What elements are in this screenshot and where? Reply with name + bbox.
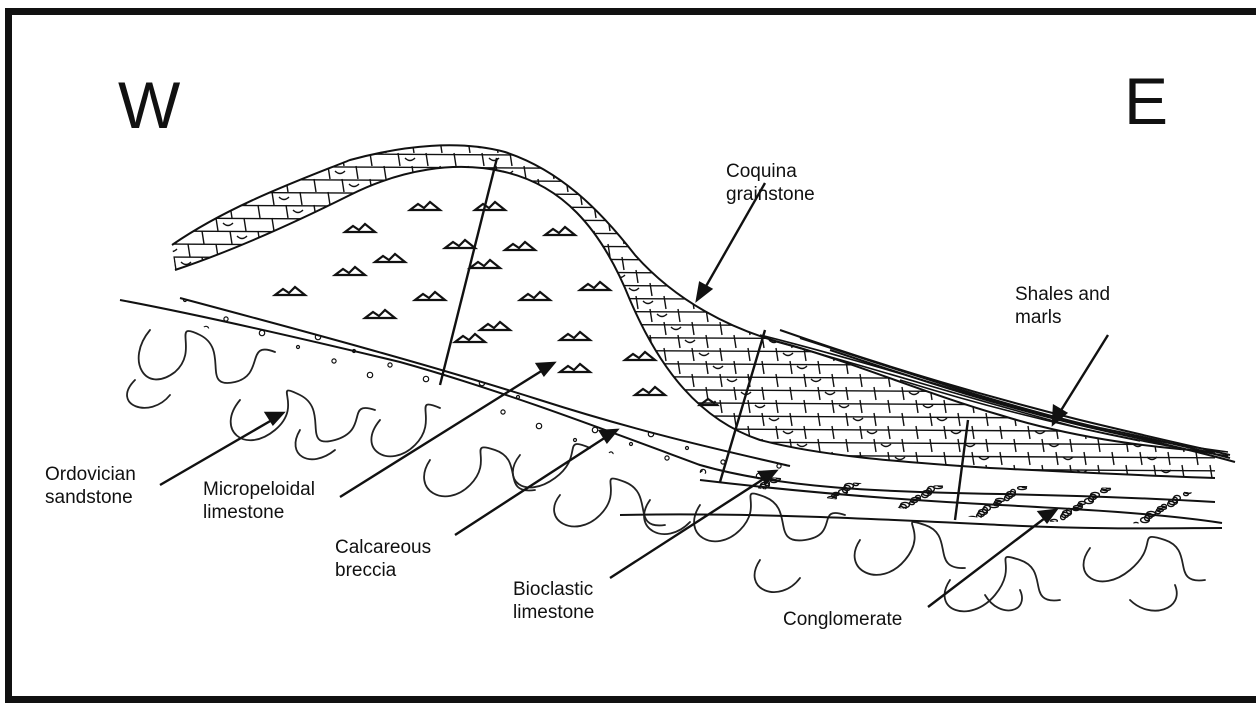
micropeloidal-mound xyxy=(275,202,730,405)
label-line: Calcareous xyxy=(335,536,431,559)
label-line: marls xyxy=(1015,306,1110,329)
label-line: Conglomerate xyxy=(783,608,902,631)
label-ordovician-sandstone: Ordovician sandstone xyxy=(45,463,136,509)
label-micropeloidal-limestone: Micropeloidal limestone xyxy=(203,478,315,524)
label-line: Bioclastic xyxy=(513,578,594,601)
label-coquina-grainstone: Coquina grainstone xyxy=(726,160,815,206)
label-bioclastic-limestone: Bioclastic limestone xyxy=(513,578,594,624)
label-line: Micropeloidal xyxy=(203,478,315,501)
label-shales-and-marls: Shales and marls xyxy=(1015,283,1110,329)
label-line: limestone xyxy=(513,601,594,624)
label-line: grainstone xyxy=(726,183,815,206)
west-label: W xyxy=(118,72,180,138)
label-conglomerate: Conglomerate xyxy=(783,608,902,631)
label-line: Ordovician xyxy=(45,463,136,486)
label-line: sandstone xyxy=(45,486,136,509)
label-calcareous-breccia: Calcareous breccia xyxy=(335,536,431,582)
label-line: Shales and xyxy=(1015,283,1110,306)
label-line: Coquina xyxy=(726,160,815,183)
label-line: limestone xyxy=(203,501,315,524)
stratigraphic-contacts xyxy=(120,145,1235,528)
label-line: breccia xyxy=(335,559,431,582)
east-label: E xyxy=(1124,68,1168,134)
